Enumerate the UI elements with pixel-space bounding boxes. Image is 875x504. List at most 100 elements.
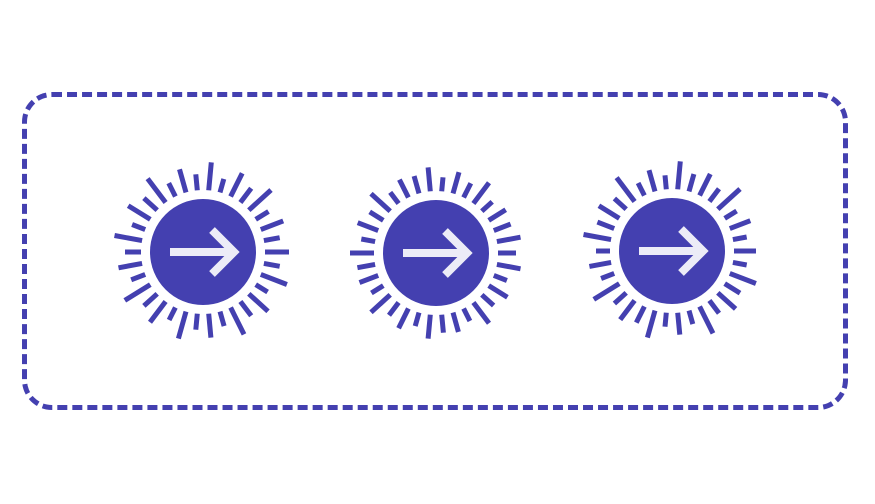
burst-ray <box>193 313 200 330</box>
burst-ray <box>723 208 738 221</box>
burst-ray <box>583 232 612 243</box>
burst-ray <box>206 162 214 191</box>
arrow-right-icon <box>170 227 240 277</box>
burst-ray <box>356 220 380 233</box>
burst-ray <box>206 313 214 338</box>
burst-ray <box>263 260 281 269</box>
burst-ray <box>716 290 738 311</box>
burst-ray <box>646 169 658 193</box>
burst-ray <box>228 172 245 198</box>
burst-ray <box>487 283 509 300</box>
burst-ray <box>644 309 658 339</box>
burst-ray <box>387 300 401 317</box>
burst-arrow-icon <box>350 167 521 339</box>
burst-ray <box>662 312 669 327</box>
burst-ray <box>166 181 178 198</box>
burst-ray <box>254 282 269 295</box>
burst-ray <box>142 196 159 213</box>
burst-ray <box>686 309 696 325</box>
burst-ray <box>439 314 446 333</box>
burst-ray <box>356 261 376 271</box>
burst-ray <box>450 171 462 195</box>
burst-arrow-icon <box>583 161 757 339</box>
dashed-container <box>22 92 848 410</box>
burst-ray <box>131 222 147 232</box>
burst-ray <box>496 234 521 245</box>
burst-ray <box>369 191 392 214</box>
burst-ray <box>396 307 411 330</box>
burst-ray <box>360 236 376 245</box>
burst-ray <box>600 271 616 281</box>
burst-ray <box>425 314 433 339</box>
burst-ray <box>175 310 189 340</box>
burst-ray <box>461 307 473 323</box>
burst-ray <box>177 168 189 194</box>
burst-ray <box>728 271 757 286</box>
burst-ray <box>254 209 270 222</box>
arrow-right-icon <box>639 226 709 276</box>
burst-ray <box>728 218 752 231</box>
arrow-button-3[interactable] <box>577 156 767 346</box>
burst-ray <box>397 178 411 199</box>
burst-ray <box>732 234 748 243</box>
burst-ray <box>480 292 496 308</box>
burst-ray <box>596 219 616 231</box>
burst-ray <box>369 292 392 315</box>
burst-ray <box>697 172 713 197</box>
burst-ray <box>263 235 281 244</box>
burst-ray <box>707 298 721 315</box>
burst-ray <box>614 176 637 204</box>
burst-ray <box>716 187 742 212</box>
burst-ray <box>126 203 152 222</box>
burst-ray <box>662 175 669 190</box>
burst-ray <box>247 291 270 314</box>
burst-ray <box>388 190 401 206</box>
burst-ray <box>471 181 491 206</box>
burst-ray <box>358 273 380 285</box>
burst-ray <box>496 261 521 272</box>
burst-ray <box>368 209 385 223</box>
burst-rays <box>350 167 521 339</box>
arrow-right-icon <box>403 228 473 278</box>
burst-ray <box>411 175 422 195</box>
burst-ray <box>492 221 512 233</box>
burst-ray <box>707 187 721 204</box>
burst-arrow-icon <box>114 162 289 340</box>
burst-ray <box>439 177 446 192</box>
burst-ray <box>123 282 152 303</box>
burst-ray <box>480 199 494 214</box>
burst-ray <box>675 312 683 335</box>
burst-ray <box>675 161 683 190</box>
burst-ray <box>370 283 385 296</box>
burst-ray <box>259 218 285 232</box>
burst-ray <box>238 186 254 205</box>
burst-ray <box>130 272 147 283</box>
burst-ray <box>592 281 621 302</box>
burst-ray <box>217 178 227 194</box>
burst-ray <box>732 259 748 268</box>
burst-ray <box>412 311 422 327</box>
burst-ray <box>634 305 647 324</box>
burst-ray <box>487 207 508 223</box>
burst-ray <box>723 281 742 296</box>
burst-rays <box>583 161 757 339</box>
burst-ray <box>492 273 508 283</box>
burst-ray <box>193 174 200 191</box>
burst-ray <box>597 203 621 221</box>
burst-ray <box>612 290 628 306</box>
burst-ray <box>166 306 178 322</box>
burst-ray <box>114 233 143 244</box>
burst-ray <box>471 300 491 325</box>
burst-ray <box>635 181 647 197</box>
burst-ray <box>228 306 247 336</box>
burst-rays <box>114 162 289 340</box>
burst-ray <box>618 298 637 322</box>
arrow-button-2[interactable] <box>341 158 531 348</box>
burst-ray <box>145 177 168 205</box>
burst-ray <box>697 305 716 335</box>
arrow-button-1[interactable] <box>108 157 298 347</box>
burst-ray <box>148 299 168 324</box>
burst-ray <box>259 272 288 287</box>
burst-ray <box>450 311 461 333</box>
